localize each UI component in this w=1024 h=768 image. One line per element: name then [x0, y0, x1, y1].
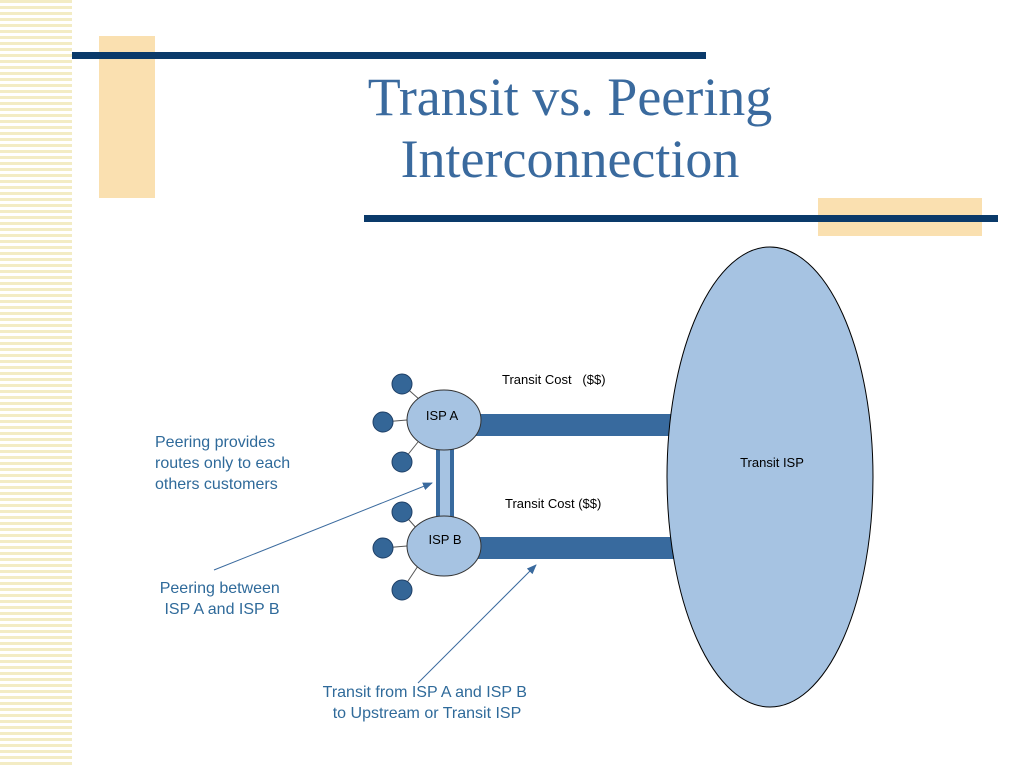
- transit-from-note: Transit from ISP A and ISP B to Upstream…: [323, 684, 532, 722]
- customer-node-a1: [391, 373, 413, 395]
- transit-isp-node: [666, 246, 874, 708]
- customer-node-b3: [391, 579, 413, 601]
- title-bar-top: [72, 52, 706, 59]
- accent-block-left: [99, 36, 155, 198]
- transit-link-b: [470, 537, 680, 559]
- transit-cost-label-a: Transit Cost ($$): [502, 372, 606, 387]
- striped-side-border: [0, 0, 72, 768]
- peering-between-note: Peering between ISP A and ISP B: [160, 580, 285, 618]
- customer-node-b2: [372, 537, 394, 559]
- isp-b-node: [406, 515, 482, 577]
- title-line-1: Transit vs. Peering: [367, 67, 773, 127]
- transit-isp-label: Transit ISP: [740, 455, 804, 470]
- customer-node-a2: [372, 411, 394, 433]
- isp-b-label: ISP B: [428, 532, 461, 547]
- customer-node-a3: [391, 451, 413, 473]
- title-bar-bottom: [364, 215, 998, 222]
- slide-title: Transit vs. Peering Interconnection: [240, 66, 900, 190]
- peering-arrow: [213, 482, 433, 571]
- transit-link-a: [470, 414, 680, 436]
- isp-a-node: [406, 389, 482, 451]
- title-line-2: Interconnection: [400, 129, 740, 189]
- isp-a-label: ISP A: [426, 408, 459, 423]
- transit-arrow: [417, 564, 537, 684]
- customer-node-b1: [391, 501, 413, 523]
- peering-routes-note: Peering provides routes only to each oth…: [155, 434, 295, 493]
- transit-cost-label-b: Transit Cost ($$): [505, 496, 601, 511]
